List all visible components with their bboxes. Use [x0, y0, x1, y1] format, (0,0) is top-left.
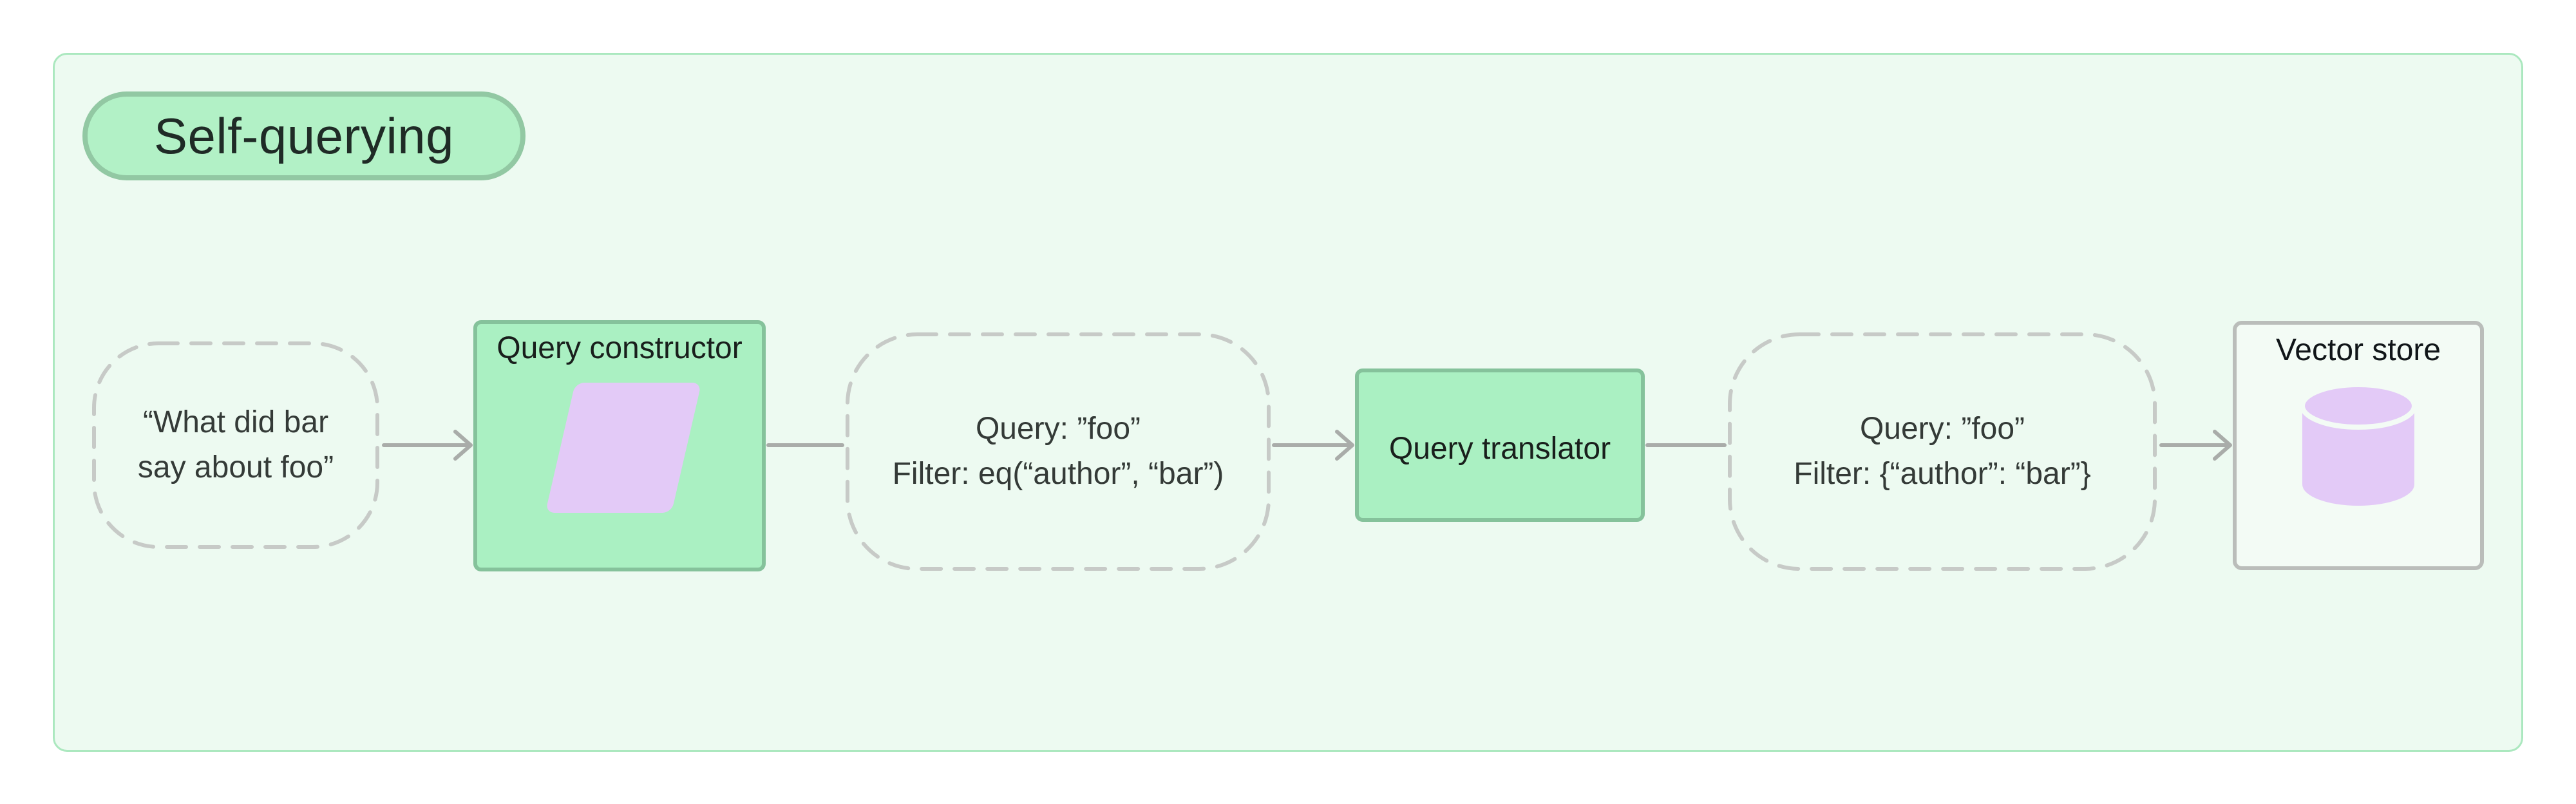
translated-query-node: Query: ”foo” Filter: {“author”: “bar”} — [1727, 332, 2157, 571]
database-icon — [2300, 383, 2416, 506]
badge-label: Self-querying — [153, 107, 455, 164]
input-query-line2: say about foo” — [137, 450, 334, 484]
structured-query-line2: Filter: eq(“author”, “bar”) — [892, 457, 1224, 491]
vector-store-node: Vector store — [2233, 321, 2484, 570]
input-query-node: “What did bar say about foo” — [91, 341, 380, 550]
structured-query-node: Query: ”foo” Filter: eq(“author”, “bar”) — [845, 332, 1271, 571]
input-query-line1: “What did bar — [142, 405, 329, 439]
translated-query-line1: Query: ”foo” — [1859, 412, 2025, 446]
vector-store-label: Vector store — [2275, 333, 2441, 367]
self-querying-badge: Self-querying — [82, 91, 526, 180]
parallelogram-icon — [545, 383, 702, 513]
structured-query-line1: Query: ”foo” — [975, 412, 1141, 446]
query-constructor-label: Query constructor — [497, 331, 743, 365]
query-translator-node: Query translator — [1355, 368, 1645, 522]
query-translator-label: Query translator — [1388, 431, 1611, 466]
query-constructor-node: Query constructor — [473, 320, 766, 571]
translated-query-line2: Filter: {“author”: “bar”} — [1794, 457, 2091, 491]
